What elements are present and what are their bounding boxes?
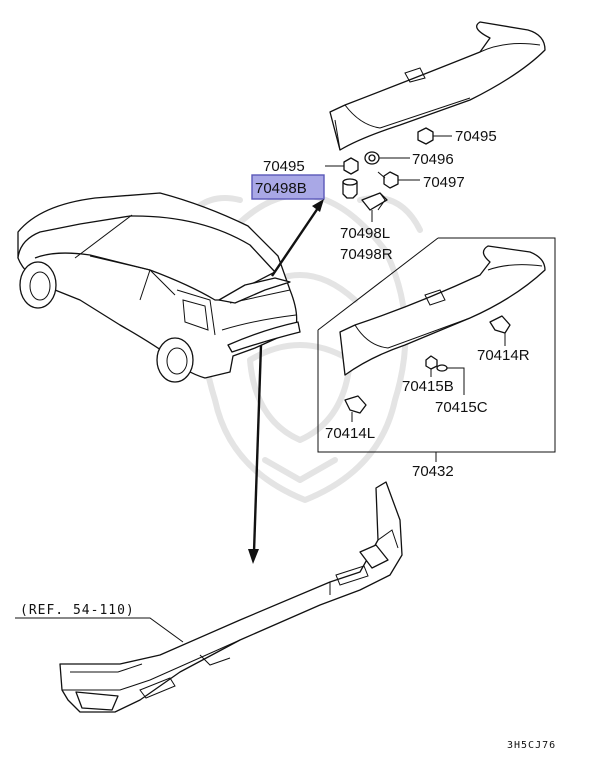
spoiler-in-kit bbox=[339, 245, 546, 376]
label-70497[interactable]: 70497 bbox=[423, 174, 465, 191]
screw-70497 bbox=[377, 171, 420, 189]
label-70498B[interactable]: 70498B bbox=[255, 180, 307, 197]
bracket-70414L bbox=[344, 395, 367, 422]
label-70432[interactable]: 70432 bbox=[412, 463, 454, 480]
rear-garnish-ref-54-110 bbox=[59, 481, 403, 713]
clip-70415B-70415C bbox=[425, 355, 465, 395]
reference-leader bbox=[15, 617, 184, 643]
label-70414L[interactable]: 70414L bbox=[325, 425, 375, 442]
highlight-70498B[interactable] bbox=[251, 174, 325, 200]
fastener-clip-70495-left bbox=[325, 157, 359, 175]
label-70415C[interactable]: 70415C bbox=[435, 399, 488, 416]
label-70415B[interactable]: 70415B bbox=[402, 378, 454, 395]
label-70414R[interactable]: 70414R bbox=[477, 347, 530, 364]
label-70498R[interactable]: 70498R bbox=[340, 246, 393, 263]
clip-70498B bbox=[342, 178, 358, 199]
diagram-code: 3H5CJ76 bbox=[507, 740, 556, 751]
label-70496[interactable]: 70496 bbox=[412, 151, 454, 168]
kit-box-70432 bbox=[317, 237, 556, 462]
label-70495-top[interactable]: 70495 bbox=[455, 128, 497, 145]
label-70498L[interactable]: 70498L bbox=[340, 225, 390, 242]
bracket-70414R bbox=[489, 315, 511, 346]
arrow-to-upper-spoiler bbox=[271, 199, 324, 277]
bracket-70498LR bbox=[361, 192, 388, 222]
station-wagon-car bbox=[17, 192, 301, 383]
arrow-to-lower-garnish bbox=[248, 344, 263, 564]
upper-rear-spoiler bbox=[329, 21, 546, 151]
grommet-70496 bbox=[364, 151, 410, 165]
label-70495-left[interactable]: 70495 bbox=[263, 158, 305, 175]
reference-label: (REF. 54-110) bbox=[20, 603, 135, 618]
fastener-clip-70495-top bbox=[417, 127, 452, 145]
